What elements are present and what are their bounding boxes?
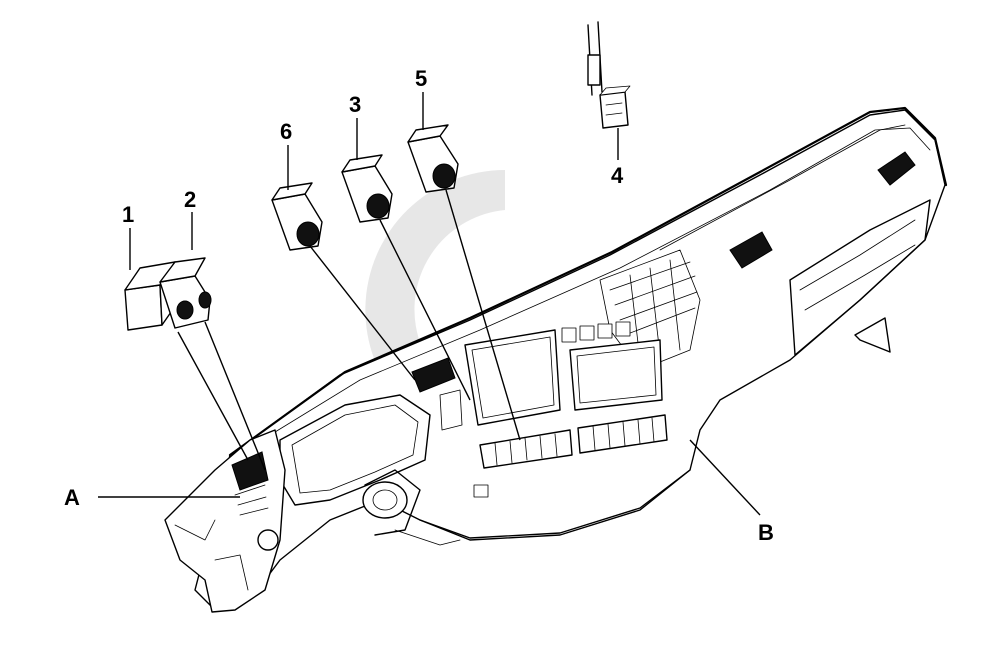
instrument-cluster xyxy=(279,394,431,536)
callout-A: A xyxy=(64,485,80,510)
center-left-air-vent xyxy=(411,357,456,393)
switch-part-5 xyxy=(407,124,459,193)
callout-6: 6 xyxy=(280,119,292,144)
lower-switch-panel xyxy=(479,414,668,469)
callout-B: B xyxy=(758,520,774,545)
switch-part-6 xyxy=(271,182,323,251)
callout-4: 4 xyxy=(611,163,624,188)
switch-part-3 xyxy=(341,154,393,223)
right-air-vent xyxy=(877,151,916,186)
dashboard-assembly xyxy=(164,106,948,613)
top-switch-row xyxy=(561,321,631,343)
left-end-panel xyxy=(164,429,286,613)
callout-3: 3 xyxy=(349,92,361,117)
callout-1: 1 xyxy=(122,202,134,227)
center-right-air-vent xyxy=(729,231,773,269)
leader-lines xyxy=(98,92,761,516)
display-screen-left xyxy=(464,329,561,426)
switch-part-2 xyxy=(159,257,212,329)
connector-part-4 xyxy=(587,21,631,129)
callout-2: 2 xyxy=(184,187,196,212)
callout-labels: 1 2 3 4 5 6 A B xyxy=(64,66,774,545)
callout-5: 5 xyxy=(415,66,427,91)
display-screen-right xyxy=(569,339,663,411)
